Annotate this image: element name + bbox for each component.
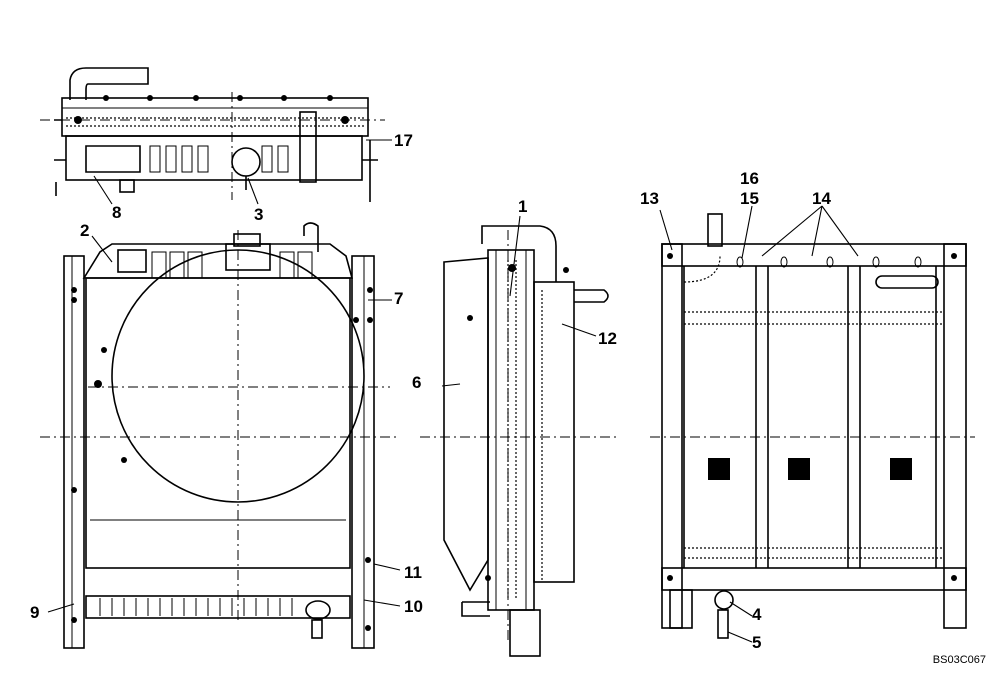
callout-7: 7 [394, 289, 404, 308]
top-view [40, 67, 385, 202]
callout-6: 6 [412, 373, 422, 392]
callout-16: 16 [740, 169, 759, 188]
leader-lines [47, 139, 859, 643]
callout-1: 1 [518, 197, 528, 216]
callout-13: 13 [640, 189, 659, 208]
drawing-code: BS03C067 [932, 654, 986, 666]
callout-2: 2 [80, 221, 90, 240]
callout-17: 17 [394, 131, 413, 150]
callout-14: 14 [812, 189, 831, 208]
callout-9: 9 [30, 603, 40, 622]
callout-15: 15 [740, 189, 759, 208]
callout-8: 8 [112, 203, 122, 222]
front-view [40, 222, 400, 649]
callout-10: 10 [404, 597, 423, 616]
rear-view [650, 213, 975, 639]
callout-12: 12 [598, 329, 617, 348]
callout-3: 3 [254, 205, 264, 224]
callout-5: 5 [752, 633, 762, 652]
side-view [420, 225, 620, 657]
callout-11: 11 [404, 563, 422, 582]
callout-4: 4 [752, 605, 762, 624]
